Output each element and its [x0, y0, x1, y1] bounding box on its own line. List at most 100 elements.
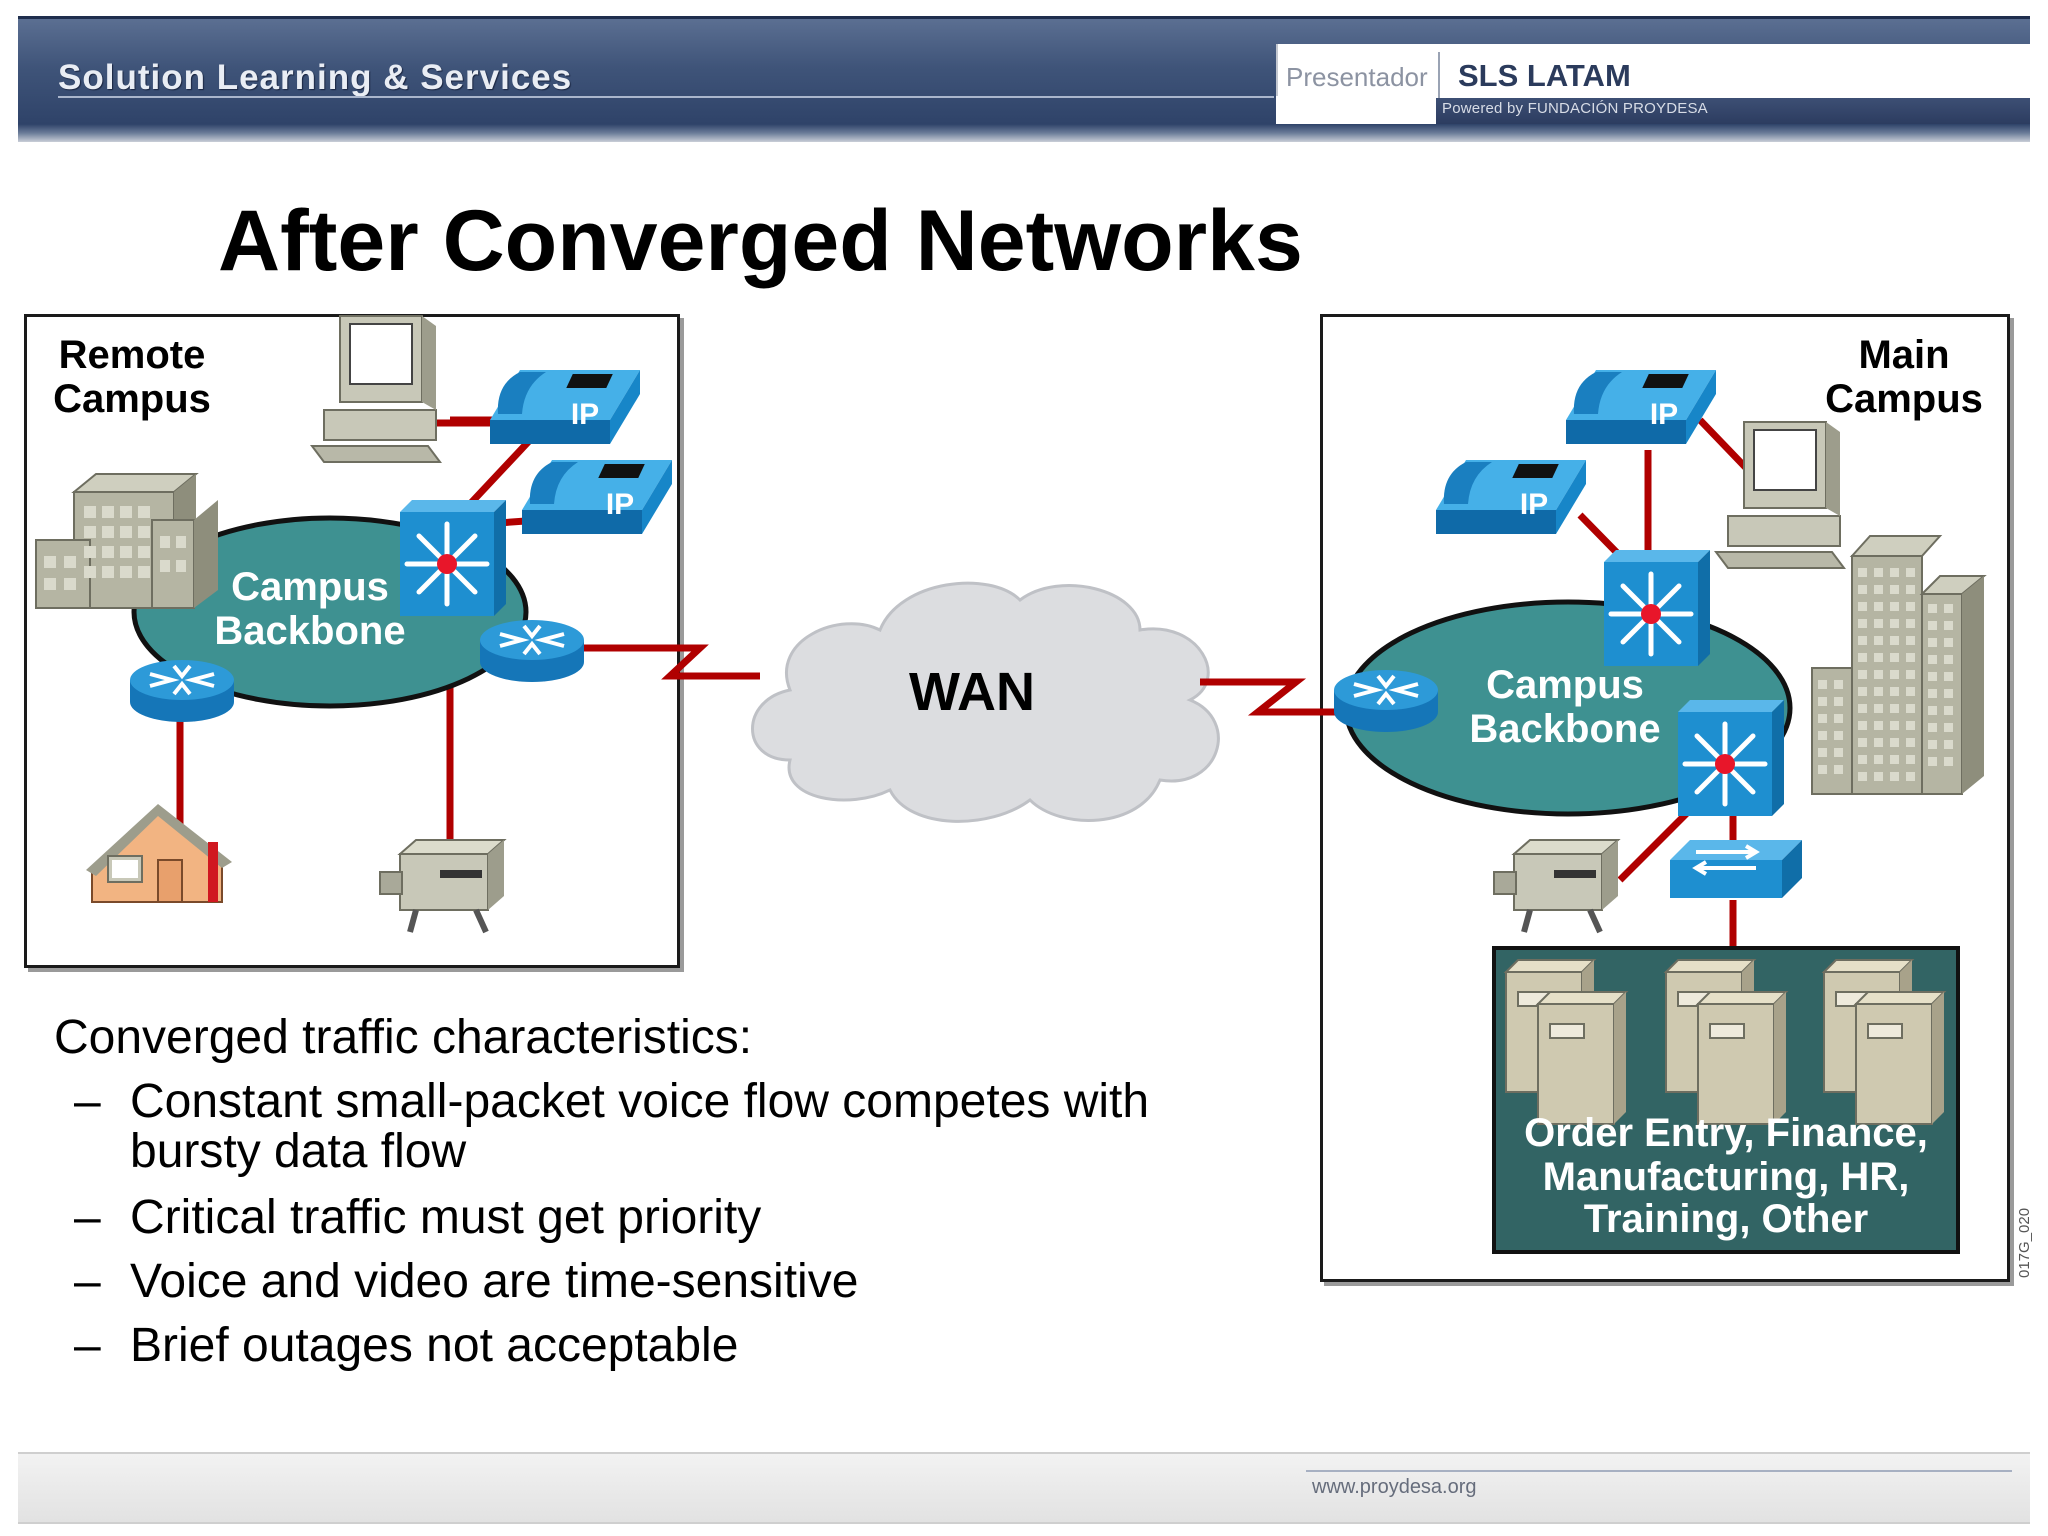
presenter-separator — [1276, 44, 1278, 96]
building-window — [1874, 585, 1883, 594]
main-multilayer-switch-1-icon — [1604, 550, 1710, 666]
building-window — [1890, 568, 1899, 577]
building-window — [1906, 670, 1915, 679]
building-window — [1890, 704, 1899, 713]
remote-branch-router-icon — [128, 658, 236, 724]
presenter-label: Presentador — [1286, 62, 1428, 92]
slide-title: After Converged Networks — [218, 193, 1303, 289]
building-window — [1928, 621, 1937, 630]
main-backbone-label-2: Backbone — [1469, 707, 1660, 751]
bullet-3-dash: – — [74, 1255, 101, 1308]
header-strip — [18, 124, 2030, 142]
building-window — [1906, 568, 1915, 577]
bullet-2-text: Critical traffic must get priority — [130, 1191, 762, 1244]
main-ip-phone-2-label: IP — [1520, 488, 1548, 521]
building-window — [1890, 602, 1899, 611]
main-multilayer-switch-2-icon — [1678, 700, 1784, 816]
wan-cloud — [751, 581, 1220, 823]
building-window — [1928, 604, 1937, 613]
main-wan-router-icon — [1332, 668, 1440, 734]
remote-ip-phone-1-icon: IP — [490, 370, 640, 444]
building-window — [1906, 687, 1915, 696]
building-window — [1858, 704, 1867, 713]
building-window — [1944, 638, 1953, 647]
remote-ip-phone-2-label: IP — [606, 488, 634, 521]
presenter-box: Presentador SLS LATAM — [1276, 44, 2030, 124]
main-campus-label-1: Main — [1858, 333, 1949, 377]
building-window — [1818, 680, 1827, 689]
building-window — [1928, 638, 1937, 647]
building-window — [1906, 636, 1915, 645]
building-window — [1944, 706, 1953, 715]
remote-building-icon — [35, 473, 218, 609]
main-ip-phone-2-icon: IP — [1436, 460, 1586, 534]
main-ip-phone-1-label: IP — [1650, 398, 1678, 431]
building-window — [1890, 670, 1899, 679]
building-window — [1874, 653, 1883, 662]
building-window — [1906, 772, 1915, 781]
building-window — [1906, 602, 1915, 611]
building-window — [1858, 687, 1867, 696]
building-window — [1906, 721, 1915, 730]
building-window — [1890, 585, 1899, 594]
server-farm-label-2: Manufacturing, HR, — [1543, 1155, 1910, 1199]
main-backbone-label-1: Campus — [1486, 663, 1644, 707]
building-window — [1890, 653, 1899, 662]
building-window — [1890, 772, 1899, 781]
main-building-icon — [1811, 535, 1987, 795]
building-window — [1944, 672, 1953, 681]
building-window — [1874, 687, 1883, 696]
building-window — [1858, 721, 1867, 730]
server-farm-icons — [1505, 959, 1945, 1125]
presenter-bottom-bar — [1436, 98, 2030, 124]
building-window — [1858, 670, 1867, 679]
building-window — [1874, 568, 1883, 577]
brand-underline — [58, 96, 1274, 98]
remote-ip-phone-1-label: IP — [571, 398, 599, 431]
building-window — [1834, 731, 1843, 740]
building-window — [1834, 765, 1843, 774]
remote-wan-router-icon — [478, 618, 586, 684]
building-window — [1818, 731, 1827, 740]
brand-title: Solution Learning & Services — [58, 58, 573, 97]
wan-label: WAN — [909, 662, 1035, 722]
building-window — [1890, 636, 1899, 645]
org-separator — [1438, 52, 1440, 98]
building-window — [1858, 619, 1867, 628]
remote-pc-icon — [311, 315, 441, 463]
remote-campus-label-1: Remote — [59, 333, 206, 377]
building-window — [1858, 568, 1867, 577]
remote-multilayer-switch-icon — [400, 500, 506, 616]
footer-url[interactable]: www.proydesa.org — [1312, 1476, 1477, 1498]
bullets-heading: Converged traffic characteristics: — [54, 1011, 753, 1064]
main-ip-phone-1-icon: IP — [1566, 370, 1716, 444]
building-window — [1890, 687, 1899, 696]
building-window — [1906, 704, 1915, 713]
remote-backbone-label-2: Backbone — [214, 609, 405, 653]
building-window — [1834, 714, 1843, 723]
remote-campus-label-2: Campus — [53, 377, 211, 421]
building-window — [1906, 738, 1915, 747]
powered-by: Powered by FUNDACIÓN PROYDESA — [1442, 100, 1708, 117]
building-window — [1874, 602, 1883, 611]
building-window — [1890, 721, 1899, 730]
building-window — [1890, 738, 1899, 747]
footer-bar — [18, 1452, 2030, 1524]
building-window — [1818, 697, 1827, 706]
bullet-1-line-1: Constant small-packet voice flow compete… — [130, 1075, 1150, 1128]
building-window — [1890, 755, 1899, 764]
building-window — [1944, 757, 1953, 766]
bullet-4-text: Brief outages not acceptable — [130, 1319, 739, 1372]
home-office-icon — [86, 804, 232, 903]
building-window — [1944, 604, 1953, 613]
building-window — [1834, 697, 1843, 706]
main-pc-icon — [1715, 421, 1845, 569]
bullet-2-dash: – — [74, 1191, 101, 1244]
figure-code: 017G_020 — [2016, 1207, 2033, 1278]
building-window — [1818, 748, 1827, 757]
building-window — [1874, 636, 1883, 645]
building-window — [1944, 621, 1953, 630]
building-window — [1874, 619, 1883, 628]
building-window — [1874, 721, 1883, 730]
building-window — [1858, 772, 1867, 781]
